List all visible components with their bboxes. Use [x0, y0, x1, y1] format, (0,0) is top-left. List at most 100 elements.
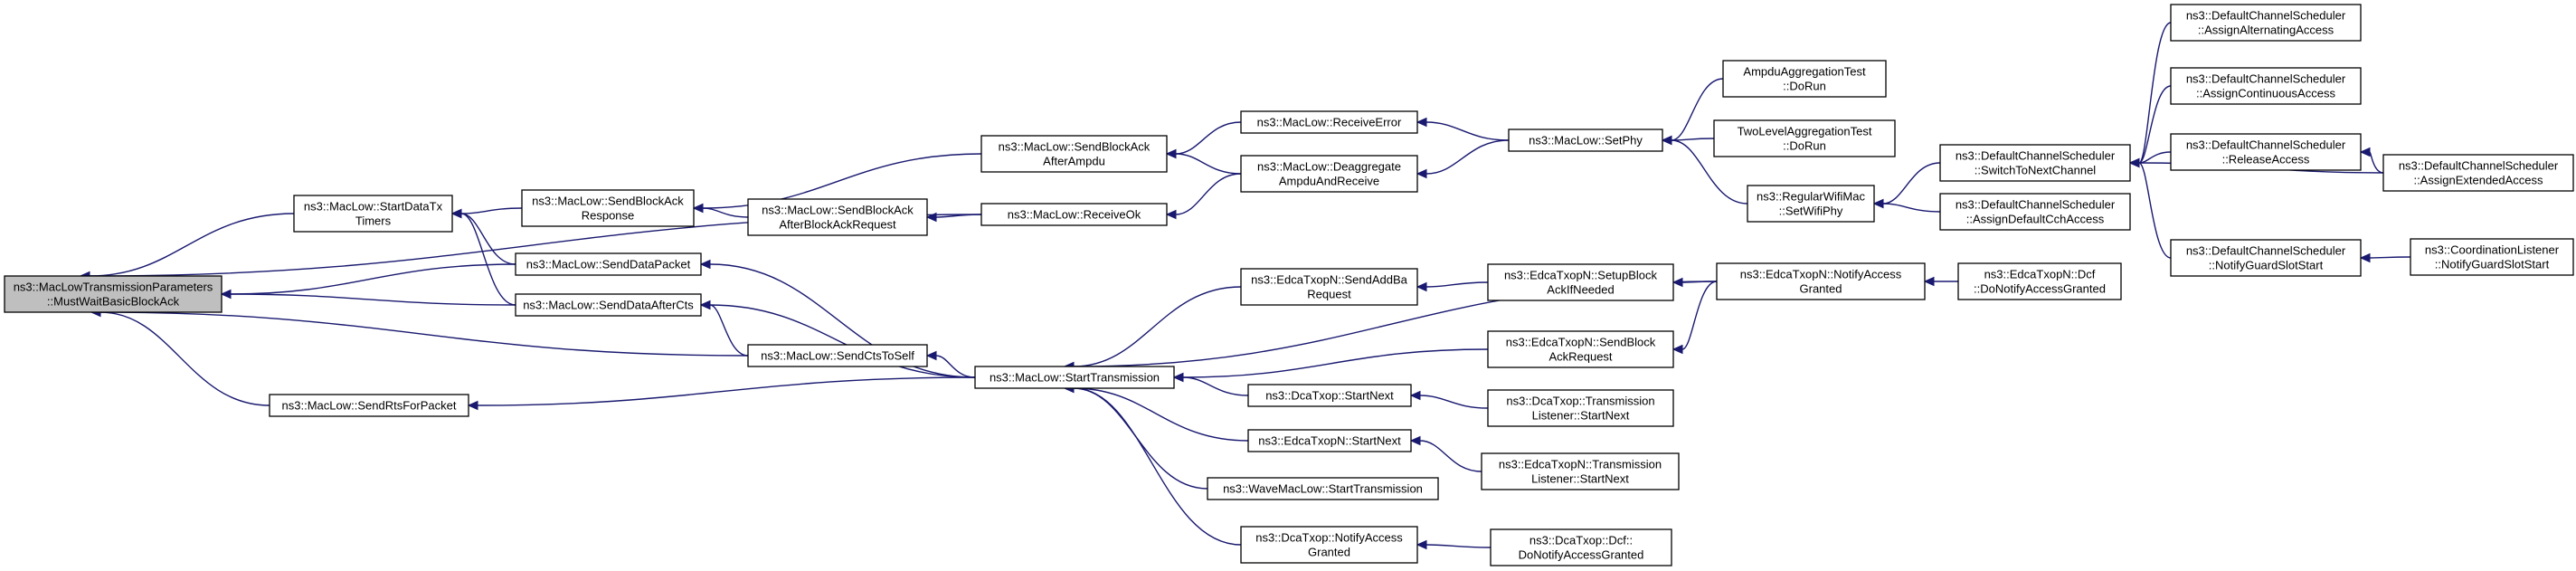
edge-line — [1681, 281, 1718, 350]
function-node[interactable]: ns3::RegularWifiMac::SetWifiPhy — [1747, 185, 1875, 223]
edge-line — [1073, 387, 1208, 490]
call-edge — [2128, 22, 2172, 168]
function-node[interactable]: ns3::DefaultChannelScheduler::AssignDefa… — [1939, 193, 2131, 231]
call-edge — [699, 300, 749, 357]
call-edge — [220, 289, 516, 306]
call-edge — [1172, 348, 1489, 383]
node-label: ns3::MacLow::StartDataTx — [304, 200, 443, 214]
node-box — [1487, 330, 1674, 368]
node-box — [1487, 389, 1674, 427]
call-edge — [1672, 277, 1718, 288]
function-node[interactable]: ns3::MacLow::StartTransmission — [974, 366, 1175, 389]
node-label: DoNotifyAccessGranted — [1519, 548, 1644, 562]
function-node[interactable]: ns3::DcaTxop::StartNext — [1247, 384, 1412, 407]
function-node[interactable]: TwoLevelAggregationTest::DoRun — [1713, 119, 1896, 157]
edge-line — [1425, 121, 1510, 141]
function-node[interactable]: ns3::MacLow::SendCtsToSelf — [747, 344, 928, 367]
call-edge — [79, 213, 295, 281]
call-edge — [1923, 276, 1958, 287]
node-box — [980, 135, 1168, 173]
root-function-node[interactable]: ns3::MacLowTransmissionParameters::MustW… — [4, 275, 223, 313]
node-box — [1481, 452, 1680, 490]
function-node[interactable]: ns3::WaveMacLow::StartTransmission — [1207, 477, 1439, 500]
call-edge — [1165, 173, 1242, 220]
node-label: ::MustWaitBasicBlockAck — [47, 295, 180, 309]
edge-line — [1425, 281, 1489, 288]
function-node[interactable]: ns3::MacLow::ReceiveError — [1240, 110, 1418, 134]
function-node[interactable]: ns3::DefaultChannelScheduler::ReleaseAcc… — [2170, 133, 2362, 171]
edge-line — [1175, 173, 1242, 215]
edge-line — [2369, 256, 2411, 259]
function-node[interactable]: AmpduAggregationTest::DoRun — [1722, 60, 1887, 98]
function-node[interactable]: ns3::MacLow::SendBlockAckAfterBlockAckRe… — [747, 198, 928, 236]
node-box — [1939, 193, 2131, 231]
edge-line — [89, 213, 295, 277]
node-box — [293, 195, 453, 233]
node-box — [2170, 239, 2362, 277]
node-box — [974, 366, 1175, 389]
function-node[interactable]: ns3::MacLow::SetPhy — [1508, 128, 1663, 152]
function-node[interactable]: ns3::EdcaTxopN::NotifyAccessGranted — [1716, 262, 1926, 300]
function-node[interactable]: ns3::MacLow::SendRtsForPacket — [269, 394, 469, 417]
arrowhead-icon — [2359, 252, 2371, 263]
edge-line — [1425, 544, 1492, 548]
node-label: ns3::MacLow::SendBlockAck — [532, 195, 684, 208]
node-label: ns3::MacLow::SendCtsToSelf — [761, 349, 914, 363]
edge-line — [2369, 151, 2384, 174]
arrowhead-icon — [692, 203, 704, 214]
function-node[interactable]: ns3::DefaultChannelScheduler::NotifyGuar… — [2170, 239, 2362, 277]
node-label: ns3::CoordinationListener — [2425, 243, 2560, 257]
function-node[interactable]: ns3::EdcaTxopN::Dcf::DoNotifyAccessGrant… — [1957, 262, 2122, 300]
call-edge — [467, 376, 976, 411]
node-label: ns3::DcaTxop::StartNext — [1265, 389, 1394, 403]
edge-layer — [79, 22, 2411, 550]
edge-line — [1419, 440, 1482, 472]
function-node[interactable]: ns3::EdcaTxopN::StartNext — [1247, 429, 1412, 452]
function-node[interactable]: ns3::DefaultChannelScheduler::AssignExte… — [2382, 154, 2574, 192]
edge-line — [99, 311, 749, 357]
edge-line — [709, 304, 749, 357]
function-node[interactable]: ns3::CoordinationListener::NotifyGuardSl… — [2410, 238, 2574, 276]
node-box — [1240, 268, 1418, 306]
function-node[interactable]: ns3::DcaTxop::NotifyAccessGranted — [1240, 526, 1418, 564]
function-node[interactable]: ns3::DcaTxop::Dcf::DoNotifyAccessGranted — [1490, 528, 1672, 566]
edge-line — [477, 376, 976, 406]
function-node[interactable]: ns3::MacLow::SendDataPacket — [515, 252, 702, 276]
edge-line — [1182, 376, 1249, 396]
function-node[interactable]: ns3::DefaultChannelScheduler::AssignAlte… — [2170, 4, 2362, 42]
node-label: ns3::DefaultChannelScheduler — [1956, 149, 2116, 163]
function-node[interactable]: ns3::DefaultChannelScheduler::SwitchToNe… — [1939, 144, 2131, 182]
edge-line — [1882, 162, 1941, 205]
node-box — [515, 252, 702, 276]
node-label: ::SetWifiPhy — [1779, 205, 1843, 218]
node-box — [2382, 154, 2574, 192]
call-edge — [925, 212, 982, 223]
node-box — [747, 198, 928, 236]
node-box — [1939, 144, 2131, 182]
node-label: ::ReleaseAccess — [2222, 153, 2310, 167]
edge-line — [460, 213, 516, 306]
arrowhead-icon — [1409, 435, 1421, 446]
call-edge — [2128, 157, 2172, 259]
call-edge — [1165, 121, 1242, 159]
call-edge — [1409, 435, 1482, 472]
function-node[interactable]: ns3::DcaTxop::TransmissionListener::Star… — [1487, 389, 1674, 427]
function-node[interactable]: ns3::MacLow::SendDataAfterCts — [515, 293, 702, 317]
edge-line — [460, 213, 516, 265]
node-box — [2170, 133, 2362, 171]
function-node[interactable]: ns3::EdcaTxopN::TransmissionListener::St… — [1481, 452, 1680, 490]
node-box — [1247, 384, 1412, 407]
edge-line — [935, 355, 976, 378]
function-node[interactable]: ns3::MacLow::ReceiveOk — [980, 203, 1168, 226]
node-label: AckRequest — [1548, 350, 1612, 364]
function-node[interactable]: ns3::DefaultChannelScheduler::AssignCont… — [2170, 67, 2362, 105]
edge-line — [702, 207, 749, 218]
